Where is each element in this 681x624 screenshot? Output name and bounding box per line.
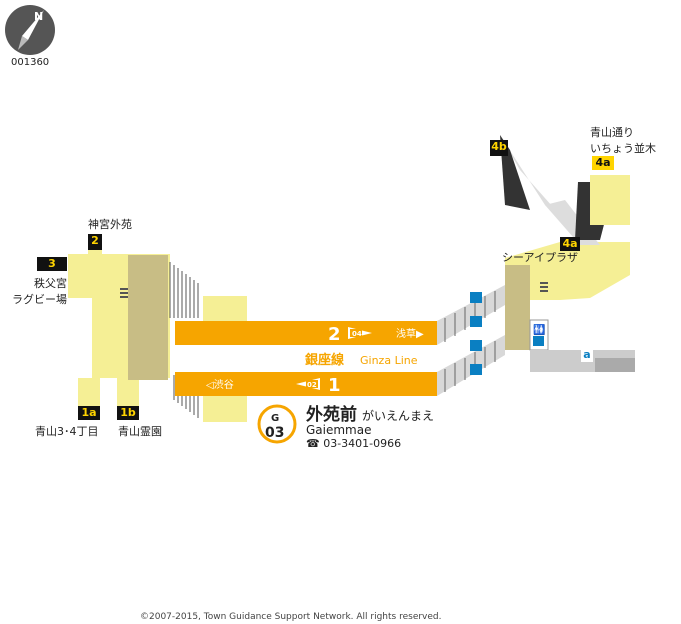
station-number: 03 xyxy=(265,425,284,441)
compass-icon: N xyxy=(5,5,55,55)
station-romaji: Gaiemmae xyxy=(306,423,371,437)
exit-4a-lower-badge[interactable]: 4a xyxy=(560,237,580,251)
platform1-number: 1 xyxy=(328,375,341,396)
east-stairs xyxy=(437,285,505,396)
line-letter: G xyxy=(271,413,279,424)
exit-2-label: 神宮外苑 xyxy=(88,218,132,231)
station-kana: がいえんまえ xyxy=(362,408,434,423)
platform1-code: 02 xyxy=(307,381,317,389)
exit-1a-badge[interactable]: 1a xyxy=(78,406,100,420)
copyright: ©2007-2015, Town Guidance Support Networ… xyxy=(140,612,442,622)
exit-1a-label: 青山3･4丁目 xyxy=(35,425,99,438)
platform1-direction: ◁渋谷 xyxy=(206,378,234,391)
west-concourse xyxy=(68,240,247,422)
exit-3-badge[interactable]: 3 xyxy=(37,257,67,271)
north-label: N xyxy=(34,10,43,23)
line-name: 銀座線 xyxy=(305,352,345,368)
platform2-code: 04 xyxy=(352,330,362,338)
platform-1: 02 1 ◁渋谷 xyxy=(175,372,437,396)
station-badge: G 03 xyxy=(257,404,297,444)
exit-4a-lower-label: シーアイプラザ xyxy=(502,251,579,264)
exit-4b-badge[interactable]: 4b xyxy=(490,140,508,156)
exit-1b-label: 青山霊園 xyxy=(118,425,162,438)
exit-4a-upper-label: 青山通り いちょう並木 xyxy=(590,126,656,155)
station-name: 外苑前 xyxy=(306,404,357,425)
platform2-number: 2 xyxy=(328,324,341,345)
exit-1b-badge[interactable]: 1b xyxy=(117,406,139,420)
platform2-direction: 浅草▶ xyxy=(396,327,424,340)
exit-a-badge[interactable]: a xyxy=(581,348,593,362)
platform-2: 04 2 浅草▶ xyxy=(175,321,437,345)
exit-3-label: 秩父宮 ラグビー場 xyxy=(12,277,67,306)
station-phone: ☎ 03-3401-0966 xyxy=(306,437,401,450)
exit-2-badge[interactable]: 2 xyxy=(88,234,102,250)
line-name-en: Ginza Line xyxy=(360,354,418,367)
exit-4a-upper-badge[interactable]: 4a xyxy=(592,156,614,170)
map-id: 001360 xyxy=(11,57,50,68)
restroom-icon: 🚻 xyxy=(533,323,545,336)
